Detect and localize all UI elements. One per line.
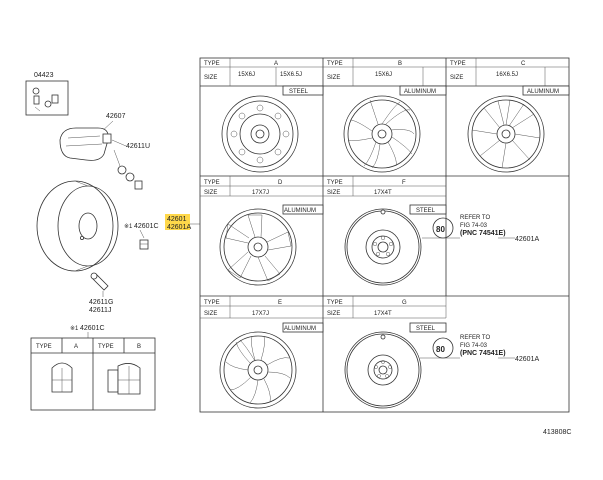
wheel-material-E: ALUMINUM (284, 326, 316, 332)
part-label-42601C-nut[interactable]: 42601C (80, 325, 105, 332)
part-42607-group[interactable]: 42607 42611U (59, 113, 150, 190)
valve-nut-icon (113, 149, 143, 190)
type-label-D: TYPE (204, 180, 220, 186)
ref-circle-bottom: 80 (436, 345, 445, 354)
wheel-material-C: ALUMINUM (527, 89, 559, 95)
ref-line1-bottom: REFER TO (460, 335, 490, 341)
lug-nut-b-icon (107, 363, 141, 395)
wheel-material-B: ALUMINUM (404, 89, 436, 95)
ref-circle-top: 80 (436, 225, 445, 234)
star-mark-2: ※1 (70, 326, 79, 332)
size-label-B: SIZE (327, 75, 340, 81)
wheel-C-drawing[interactable] (467, 95, 545, 173)
lug-nut-a-icon (51, 362, 73, 393)
wheel-material-D: ALUMINUM (284, 208, 316, 214)
wheel-type-B: B (398, 61, 402, 67)
wheel-material-F: STEEL (416, 208, 436, 214)
wheel-material-A: STEEL (289, 89, 309, 95)
type-label-C: TYPE (450, 61, 466, 67)
size-label-F: SIZE (327, 190, 340, 196)
ref-part-bottom[interactable]: 42601A (515, 356, 539, 363)
star-mark: ※1 (124, 224, 133, 230)
wheel-E-drawing[interactable] (219, 331, 297, 409)
part-label-42611U[interactable]: 42611U (126, 143, 150, 150)
part-04423-group[interactable]: 04423 (25, 72, 69, 116)
wheel-type-C: C (521, 61, 526, 67)
wheel-D-drawing[interactable] (219, 208, 297, 286)
part-04423-box (25, 80, 69, 116)
wheel-A-drawing[interactable] (221, 95, 299, 173)
wheel-type-F: F (402, 180, 406, 186)
type-label-B: TYPE (327, 61, 343, 67)
wheel-B-drawing[interactable] (343, 95, 421, 173)
size-label-C: SIZE (450, 75, 463, 81)
wheel-type-G: G (402, 300, 407, 306)
lug-nut-table: ※1 42601C TYPE A TYPE B (30, 325, 156, 411)
part-42601-highlight-group[interactable]: 42601 42601A (165, 214, 200, 231)
part-label-42611G[interactable]: 42611G (89, 299, 113, 306)
valve-parts-icon (32, 87, 59, 112)
wheel-size-G: 17X4T (374, 311, 392, 317)
wheel-row-3: TYPE E SIZE 17X7J ALUMINUM TYPE G SIZE 1… (200, 296, 539, 409)
nut-type-label-b: TYPE (98, 344, 114, 350)
ref-line3-bottom: (PNC 74541E) (460, 350, 506, 357)
size-label-D: SIZE (204, 190, 217, 196)
part-label-42601A[interactable]: 42601A (167, 224, 191, 231)
nut-type-a: A (74, 344, 78, 350)
part-label-42611J[interactable]: 42611J (89, 307, 111, 314)
refer-block-bottom[interactable]: 80 REFER TO FIG 74-03 (PNC 74541E) 42601… (420, 335, 539, 363)
wheel-size-E: 17X7J (252, 311, 269, 317)
wheel-type-D: D (278, 180, 283, 186)
wheel-row-2: TYPE D SIZE 17X7J ALUMINUM TYPE F SIZE 1… (200, 176, 569, 412)
wheel-type-A: A (274, 61, 278, 67)
ref-line2-bottom: FIG 74-03 (460, 343, 488, 349)
part-label-42601C[interactable]: 42601C (134, 223, 159, 230)
part-label-42607[interactable]: 42607 (106, 113, 126, 120)
type-label-G: TYPE (327, 300, 343, 306)
highlight-box (165, 214, 190, 230)
wheel-type-E: E (278, 300, 282, 306)
size-label-A: SIZE (204, 75, 217, 81)
lug-nut-small-icon (139, 239, 149, 250)
part-42601C-group[interactable]: ※1 42601C (124, 223, 159, 250)
tire-icon (36, 180, 119, 272)
part-label-42601[interactable]: 42601 (167, 216, 187, 223)
nut-type-b: B (137, 344, 141, 350)
ref-part-top[interactable]: 42601A (515, 236, 539, 243)
wheel-material-G: STEEL (416, 326, 436, 332)
wheel-size-A2: 15X6.5J (280, 72, 302, 78)
wheel-size-B: 15X6J (375, 72, 392, 78)
wheel-size-D: 17X7J (252, 190, 269, 196)
size-label-E: SIZE (204, 311, 217, 317)
part-label-04423[interactable]: 04423 (34, 72, 54, 79)
wheel-F-drawing[interactable] (344, 208, 422, 286)
nut-type-label-a: TYPE (36, 344, 52, 350)
valve-stem-icon (90, 272, 109, 291)
size-label-G: SIZE (327, 311, 340, 317)
wheel-size-C: 16X6.5J (496, 72, 518, 78)
part-valve-stem-group[interactable]: 42611G 42611J (89, 272, 113, 314)
type-label-F: TYPE (327, 180, 343, 186)
wheel-size-A1: 15X6J (238, 72, 255, 78)
refer-block-top[interactable]: 80 REFER TO FIG 74-03 (PNC 74541E) 42601… (422, 215, 539, 243)
ref-line3-top: (PNC 74541E) (460, 230, 506, 237)
tire-pressure-sensor-icon (59, 127, 112, 161)
wheel-row-1: TYPE A SIZE 15X6J 15X6.5J STEEL TYPE B S… (200, 58, 570, 296)
wheel-G-drawing[interactable] (344, 331, 422, 409)
wheel-size-F: 17X4T (374, 190, 392, 196)
type-label-E: TYPE (204, 300, 220, 306)
diagram-code: 413808C (543, 429, 571, 436)
ref-line2-top: FIG 74-03 (460, 223, 488, 229)
ref-line1-top: REFER TO (460, 215, 490, 221)
type-label-A: TYPE (204, 61, 220, 67)
wheel-table-frame (199, 57, 570, 413)
